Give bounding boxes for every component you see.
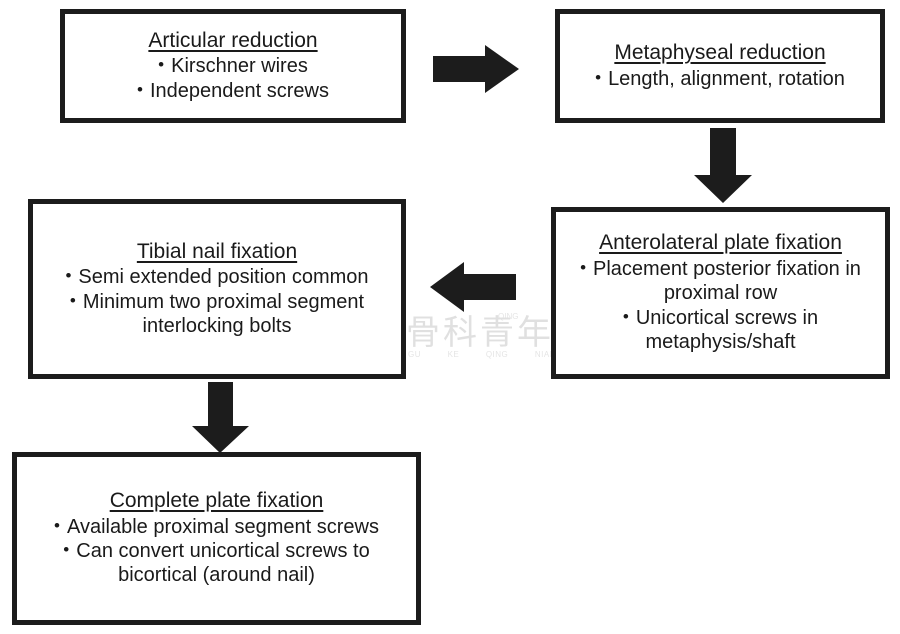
arrow-down-icon-tibial-to-complete: [192, 382, 249, 453]
watermark-pinyin-qing-top: QING: [498, 312, 519, 321]
node-bullets-metaphyseal-reduction: • Length, alignment, rotation: [568, 67, 872, 91]
node-bullets-articular-reduction: • Kirschner wires • Independent screws: [73, 54, 393, 103]
bullet-text: Length, alignment, rotation: [608, 67, 845, 90]
bullet-item: • Independent screws: [73, 79, 393, 103]
bullet-text: Kirschner wires: [171, 55, 308, 78]
watermark-pinyin-ke: KE: [447, 350, 460, 359]
bullet-dot-icon: •: [63, 540, 70, 560]
bullet-dot-icon: •: [54, 515, 60, 535]
node-metaphyseal-reduction: Metaphyseal reduction • Length, alignment…: [555, 9, 885, 123]
watermark-chinese-text: 骨科青年: [406, 313, 554, 353]
bullet-dot-icon: •: [595, 67, 602, 87]
bullet-dot-icon: •: [158, 55, 165, 75]
bullet-item: • Kirschner wires: [73, 54, 393, 78]
bullet-text: Unicortical screws in metaphysis/shaft: [635, 306, 819, 354]
arrow-down-icon-metaphyseal-to-anterolateral: [694, 128, 752, 203]
bullet-text: Available proximal segment screws: [66, 515, 379, 538]
bullet-item: • Can convert unicortical screws to bicor…: [25, 539, 408, 588]
node-title-complete-plate-fixation: Complete plate fixation: [109, 489, 324, 513]
bullet-text: Can convert unicortical screws to bicort…: [76, 540, 370, 587]
bullet-item: • Available proximal segment screws: [25, 515, 408, 539]
bullet-item: • Semi extended position common: [41, 265, 393, 289]
node-articular-reduction: Articular reduction • Kirschner wires • In…: [60, 9, 406, 123]
node-title-anterolateral-plate-fixation: Anterolateral plate fixation: [599, 231, 842, 255]
watermark-pinyin-qing: QING: [485, 350, 509, 359]
node-bullets-complete-plate-fixation: •Available proximal segment screws •Can …: [25, 515, 408, 588]
bullet-text: Independent screws: [149, 79, 329, 102]
bullet-item: • Placement posterior fixation in proxima…: [564, 257, 877, 306]
bullet-item: • Length, alignment, rotation: [568, 67, 872, 91]
node-anterolateral-plate-fixation: Anterolateral plate fixation •Placement …: [551, 207, 890, 379]
node-title-tibial-nail-fixation: Tibial nail fixation: [136, 239, 298, 263]
node-bullets-anterolateral-plate-fixation: •Placement posterior fixation in proxima…: [564, 257, 877, 355]
bullet-text: Placement posterior fixation in proximal…: [593, 257, 861, 305]
node-complete-plate-fixation: Complete plate fixation •Available proxi…: [12, 452, 421, 625]
watermark: QING 骨科青年 GU KE QING NIAN: [406, 312, 556, 370]
watermark-pinyin-row: GU KE QING NIAN: [408, 350, 556, 359]
node-title-articular-reduction: Articular reduction: [148, 28, 318, 52]
node-tibial-nail-fixation: Tibial nail fixation •Semi extended posi…: [28, 199, 406, 379]
arrow-right-icon-articular-to-metaphyseal: [433, 45, 519, 93]
bullet-dot-icon: •: [137, 79, 143, 99]
bullet-item: • Unicortical screws in metaphysis/shaft: [564, 306, 877, 355]
watermark-pinyin-gu: GU: [408, 350, 421, 359]
node-title-metaphyseal-reduction: Metaphyseal reduction: [614, 41, 826, 65]
bullet-item: • Minimum two proximal segment interlocki…: [41, 290, 393, 339]
bullet-dot-icon: •: [69, 290, 76, 310]
bullet-dot-icon: •: [622, 306, 629, 326]
bullet-text: Minimum two proximal segment interlockin…: [82, 290, 365, 337]
node-bullets-tibial-nail-fixation: •Semi extended position common •Minimum …: [41, 265, 393, 338]
bullet-text: Semi extended position common: [78, 266, 369, 289]
arrow-left-icon-anterolateral-to-tibial: [430, 262, 516, 312]
bullet-dot-icon: •: [65, 266, 72, 286]
bullet-dot-icon: •: [580, 257, 587, 277]
